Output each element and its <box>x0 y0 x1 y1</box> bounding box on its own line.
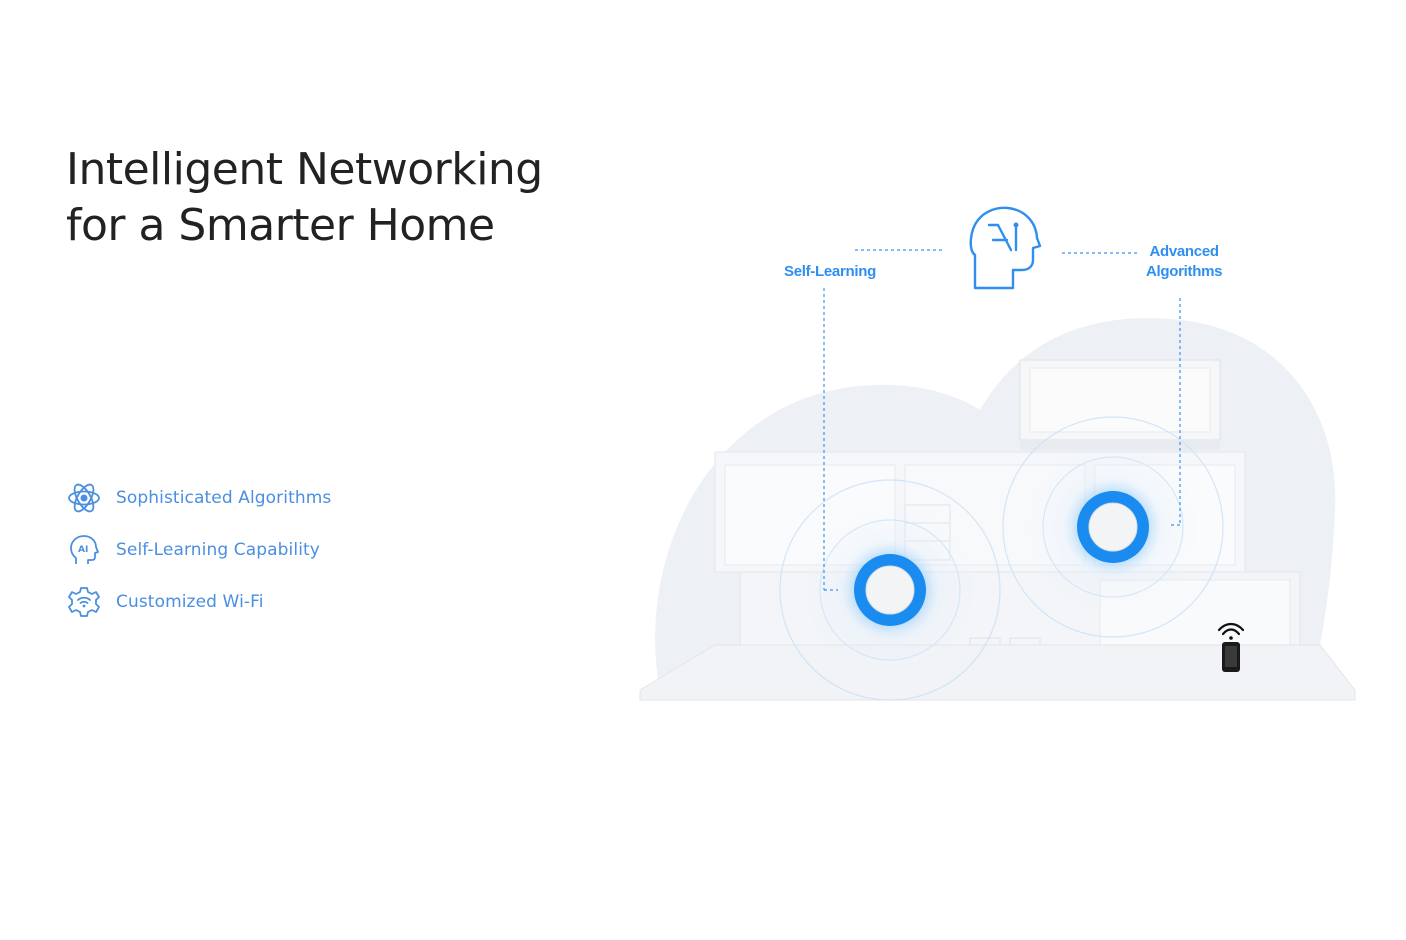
advanced-algorithms-line-1: Advanced <box>1149 243 1219 260</box>
smart-home-illustration: Self-Learning Advanced Algorithms <box>620 190 1380 730</box>
page-title-line-2: for a Smarter Home <box>66 200 495 251</box>
router-left <box>865 565 915 615</box>
feature-list: Sophisticated Algorithms AI Self-Learnin… <box>66 480 331 636</box>
feature-item-self-learning: AI Self-Learning Capability <box>66 532 331 568</box>
phone-icon <box>1217 622 1245 672</box>
feature-label: Sophisticated Algorithms <box>116 488 332 508</box>
svg-text:AI: AI <box>78 545 88 555</box>
page-title-line-1: Intelligent Networking <box>66 144 543 195</box>
feature-label: Customized Wi-Fi <box>116 592 264 612</box>
gear-wifi-icon <box>66 584 102 620</box>
house-base <box>639 644 1356 701</box>
page-title: Intelligent Networking for a Smarter Hom… <box>66 142 543 254</box>
feature-item-customized-wifi: Customized Wi-Fi <box>66 584 331 620</box>
feature-item-sophisticated-algorithms: Sophisticated Algorithms <box>66 480 331 516</box>
advanced-algorithms-label: Advanced Algorithms <box>1146 242 1222 282</box>
router-right <box>1088 502 1138 552</box>
feature-label: Self-Learning Capability <box>116 540 320 560</box>
atom-icon <box>66 480 102 516</box>
ai-head-badge <box>969 206 1042 290</box>
ai-head-icon: AI <box>66 532 102 568</box>
self-learning-label: Self-Learning <box>784 263 876 280</box>
advanced-algorithms-line-2: Algorithms <box>1146 263 1223 280</box>
house-scene <box>639 206 1356 701</box>
